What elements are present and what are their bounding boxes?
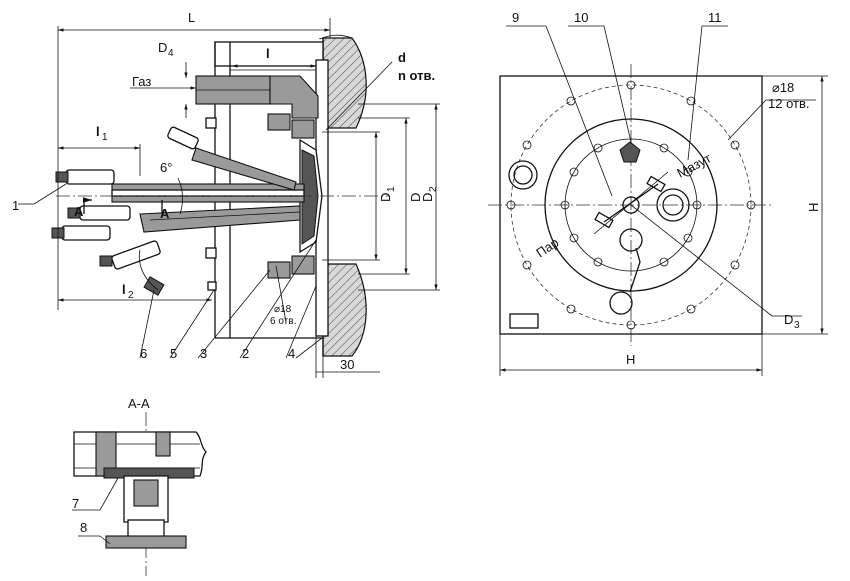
dim-label-l2-sub: 2 [128, 290, 134, 301]
side-view-labels: L l l 1 l 2 D 4 Газ d n отв. 6° A A ⌀18 … [12, 10, 439, 372]
steam-label: Пар [533, 235, 561, 261]
dim-label-l2: l [122, 282, 126, 297]
bolt-dia-label: d [398, 50, 406, 65]
gas-label: Газ [132, 74, 151, 89]
bolt-count-label: n отв. [398, 68, 435, 83]
valve-handle [138, 249, 165, 296]
dim-label-D1: D [378, 193, 393, 202]
dim-label-d4: D [158, 40, 167, 55]
outer-hole-dia-label: ⌀18 [772, 80, 794, 95]
gas-fitting-icon [619, 141, 641, 163]
dim-label-D2-sub: 2 [428, 186, 439, 192]
height-label: H [806, 203, 821, 212]
dim-label-d4-sub: 4 [168, 48, 174, 59]
furnace-wall [319, 34, 367, 357]
callout-5: 5 [170, 346, 177, 361]
inner-bolt-circle [564, 138, 698, 272]
small-hole-dia-label: ⌀18 [274, 304, 292, 315]
gas-pipe [195, 75, 319, 119]
outer-hole-count-label: 12 отв. [768, 96, 810, 111]
callout-leaders [18, 183, 323, 359]
front-view-labels: 9 10 11 ⌀18 12 отв. H H D 3 Мазут Пар [512, 10, 821, 367]
width-label: H [626, 352, 635, 367]
bolt-circle [510, 84, 752, 326]
dimension-lines [57, 18, 440, 378]
front-view [488, 25, 828, 376]
bolts [205, 117, 217, 291]
callout-2: 2 [242, 346, 249, 361]
section-mark-right: A [160, 206, 170, 221]
callout-10: 10 [574, 10, 588, 25]
steam-port [609, 291, 633, 315]
dim-label-D1-sub: 1 [386, 186, 397, 192]
small-hole-count-label: 6 отв. [270, 316, 296, 327]
dim-label-l1: l [96, 124, 100, 139]
angle-arc [177, 177, 183, 215]
callout-7: 7 [72, 496, 79, 511]
lance-assembly [111, 147, 305, 233]
callout-11: 11 [708, 10, 722, 25]
callout-8: 8 [80, 520, 87, 535]
side-view [18, 18, 440, 378]
bolt-circle-label-sub: 3 [794, 320, 800, 331]
section-view [72, 412, 207, 576]
front-dimension-lines [499, 25, 828, 376]
callout-1: 1 [12, 198, 19, 213]
callout-3: 3 [200, 346, 207, 361]
dim-label-D2: D [420, 193, 435, 202]
dim-label-L: L [188, 10, 195, 25]
dim-label-l: l [266, 46, 270, 61]
fuel-oil-label: Мазут [674, 150, 713, 180]
section-mark-left: A [74, 204, 84, 219]
cone-angle-label: 6° [160, 160, 172, 175]
nameplate [509, 313, 539, 329]
callout-6: 6 [140, 346, 147, 361]
bolt-circle-label: D [784, 312, 793, 327]
oil-port [656, 188, 690, 222]
dim-label-D: D [408, 193, 423, 202]
dim-label-l1-sub: 1 [102, 132, 108, 143]
wall-offset-label: 30 [340, 357, 354, 372]
section-view-labels: А-А 7 8 [72, 396, 150, 535]
peep-hole [508, 160, 538, 190]
inner-bolt-holes [560, 143, 702, 267]
section-title: А-А [128, 396, 150, 411]
section-markers [82, 197, 163, 214]
callout-9: 9 [512, 10, 519, 25]
callout-4: 4 [288, 346, 295, 361]
centre-hole [622, 196, 640, 214]
outer-bolt-holes [506, 80, 756, 330]
